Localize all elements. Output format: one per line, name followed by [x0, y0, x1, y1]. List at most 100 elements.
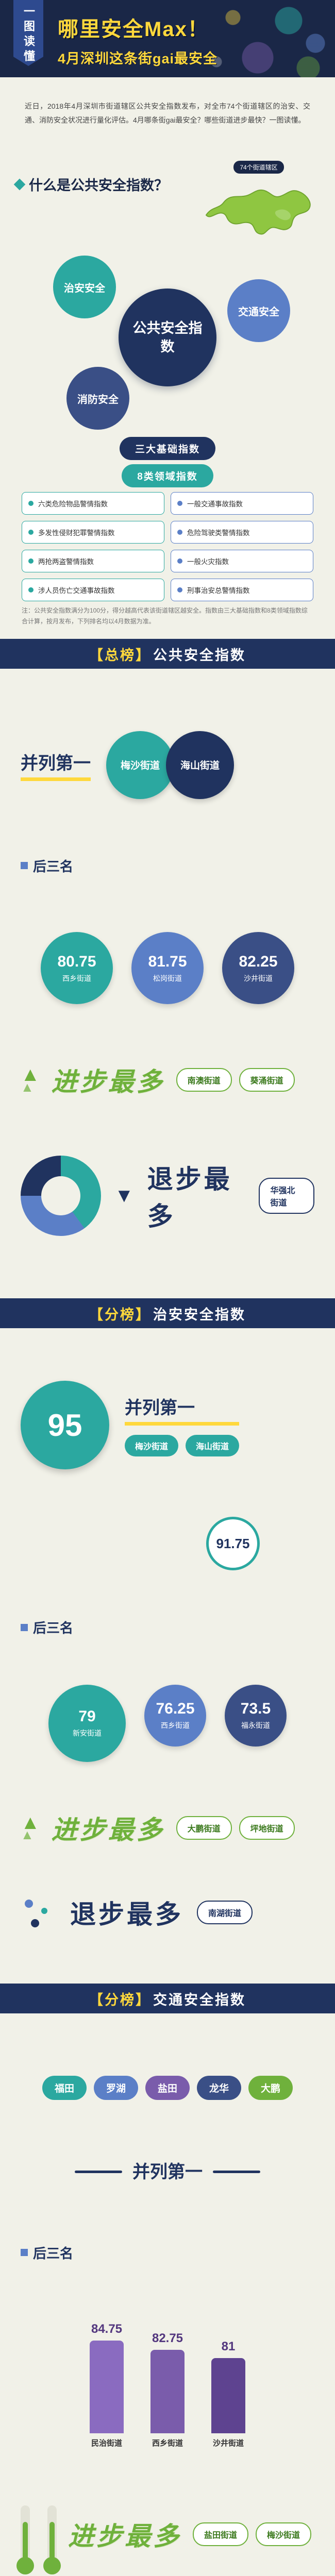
first-place-label: 并列第一 — [21, 749, 91, 781]
domain-index-label: 一般火灾指数 — [187, 557, 229, 566]
street-pill: 葵涌街道 — [239, 1068, 295, 1092]
first-street-circle: 海山街道 — [166, 731, 234, 799]
overall-first-row: 并列第一 梅沙街道海山街道 — [21, 731, 314, 799]
bar-item: 82.75 西乡街道 — [150, 2331, 185, 2448]
series-title: 一图读懂 — [22, 5, 35, 65]
whatis-top: 什么是公共安全指数？ 74个街道辖区 — [13, 161, 320, 243]
bullet-dot-icon — [177, 587, 182, 592]
domain-index-cell: 刑事治安总警情指数 — [171, 578, 313, 601]
whatis-heading: 什么是公共安全指数？ — [13, 161, 168, 194]
street-name: 西乡街道 — [62, 974, 91, 982]
center-index-label: 公共安全指数 — [132, 320, 203, 355]
thermometer-icon — [43, 2505, 61, 2575]
bottom-three-text: 后三名 — [33, 858, 74, 874]
score-value: 81 — [221, 2340, 236, 2354]
bottom-three-text: 后三名 — [33, 2245, 74, 2261]
thermometer-icon — [16, 2505, 34, 2575]
district-pill: 大鹏 — [248, 2076, 293, 2100]
police-section: 【分榜】 治安安全指数 95 并列第一 梅沙街道海山街道 91.75 后三名 7… — [0, 1298, 335, 1984]
bullet-dot-icon — [177, 529, 182, 535]
overall-declined-row: ▼ 退步最多 华强北街道 — [21, 1156, 314, 1236]
intro-text: 近日，2018年4月深圳市街道辖区公共安全指数发布，对全市74个街道辖区的治安、… — [25, 101, 310, 124]
basics-pill-title: 三大基础指数 — [119, 437, 215, 461]
street-name: 福永街道 — [241, 1721, 270, 1730]
declined-streets: 华强北街道 — [259, 1178, 314, 1214]
street-name: 民治街道 — [91, 2439, 122, 2448]
domain-index-label: 六类危险物品警情指数 — [38, 500, 108, 508]
page-title: 哪里安全Max！ — [58, 18, 209, 41]
bullet-dot-icon — [28, 500, 34, 506]
overall-improved-row: ▲ ▲ 进步最多 南澳街道葵涌街道 — [21, 1061, 314, 1098]
bottom-three-bar-chart: 84.75 民治街道 82.75 西乡街道 81 沙井街道 — [21, 2319, 314, 2448]
bar — [211, 2358, 245, 2434]
street-pill: 华强北街道 — [259, 1178, 314, 1214]
bokeh-decoration — [0, 0, 335, 77]
street-pill: 梅沙街道 — [256, 2522, 312, 2547]
bottom-rank-circle: 80.75 西乡街道 — [41, 932, 113, 1005]
bullet-dot-icon — [28, 558, 34, 564]
tied-first-district-pills: 福田罗湖盐田龙华大鹏 — [21, 2076, 314, 2100]
secondary-score-bubble: 91.75 — [206, 1517, 260, 1571]
overall-bottom-circles: 80.75 西乡街道 81.75 松岗街道 82.25 沙井街道 — [21, 932, 314, 1005]
whatis-heading-text: 什么是公共安全指数？ — [29, 178, 168, 194]
domain-index-label: 刑事治安总警情指数 — [187, 586, 250, 595]
district-count-badge: 74个街道辖区 — [233, 161, 284, 174]
bar-item: 81 沙井街道 — [211, 2340, 245, 2448]
police-body: 95 并列第一 梅沙街道海山街道 91.75 后三名 79 新安街道 76.25… — [0, 1328, 335, 1984]
declined-streets: 南湖街道 — [197, 1900, 253, 1924]
overall-body: 并列第一 梅沙街道海山街道 后三名 80.75 西乡街道 81.75 松岗街道 … — [0, 669, 335, 1298]
district-pill: 龙华 — [197, 2076, 242, 2100]
traffic-body: 福田罗湖盐田龙华大鹏 并列第一 后三名 84.75 民治街道 82.75 西乡街… — [0, 2013, 335, 2576]
center-index-bubble: 公共安全指数 — [119, 289, 216, 387]
improved-streets: 盐田街道梅沙街道 — [193, 2522, 312, 2547]
decline-donut-chart — [21, 1156, 101, 1236]
first-place-label: 并列第一 — [132, 2162, 203, 2182]
district-pill: 盐田 — [145, 2076, 190, 2100]
whatis-section: 什么是公共安全指数？ 74个街道辖区 治安安全 交通安全 消防安全 公共安全指数… — [0, 149, 335, 639]
up-arrows-icon: ▲ ▲ — [21, 1811, 40, 1843]
improved-streets: 大鹏街道坪地街道 — [176, 1816, 295, 1840]
street-pill: 南湖街道 — [197, 1900, 253, 1924]
score-value: 84.75 — [91, 2322, 123, 2336]
street-name: 沙井街道 — [244, 974, 273, 982]
domain-index-label: 两抢两盗警情指数 — [38, 557, 94, 566]
top-score-circle: 95 — [21, 1381, 109, 1470]
down-arrow-icon: ▼ — [114, 1184, 134, 1207]
police-improved-row: ▲ ▲ 进步最多 大鹏街道坪地街道 — [21, 1809, 314, 1846]
domain-index-label: 多发性侵财犯罪警情指数 — [38, 529, 115, 537]
improved-label: 进步最多 — [51, 1067, 165, 1097]
title-block: 哪里安全Max！ 4月深圳这条街gai最安全 — [58, 12, 217, 67]
domain-index-cell: 六类危险物品警情指数 — [22, 492, 164, 515]
thermometer-icons — [16, 2505, 61, 2575]
first-streets: 梅沙街道海山街道 — [125, 1435, 240, 1457]
domain-pill-title: 8类领域指数 — [122, 464, 213, 488]
score-value: 82.75 — [152, 2331, 183, 2346]
score-value: 80.75 — [57, 953, 96, 970]
traffic-improved-row: 进步最多 盐田街道梅沙街道 — [16, 2505, 314, 2575]
street-name: 西乡街道 — [161, 1721, 190, 1730]
first-place-label: 并列第一 — [125, 1394, 240, 1426]
domain-index-label: 危险驾驶类警情指数 — [187, 529, 250, 537]
band-tag: 【分榜】 — [89, 1992, 151, 2008]
bullet-dot-icon — [28, 529, 34, 535]
score-value: 79 — [78, 1708, 96, 1725]
bottom-rank-circle: 82.25 沙井街道 — [222, 932, 294, 1005]
street-pill: 梅沙街道 — [125, 1435, 179, 1457]
street-name: 沙井街道 — [212, 2439, 244, 2448]
district-map-block: 74个街道辖区 — [198, 161, 320, 243]
intro-section: 近日，2018年4月深圳市街道辖区公共安全指数发布，对全市74个街道辖区的治安、… — [0, 77, 335, 149]
police-declined-row: 退步最多 南湖街道 — [21, 1894, 314, 1931]
page-subtitle: 4月深圳这条街gai最安全 — [58, 51, 218, 66]
overall-section: 【总榜】 公共安全指数 并列第一 梅沙街道海山街道 后三名 80.75 西乡街道… — [0, 639, 335, 1298]
district-pill: 罗湖 — [93, 2076, 138, 2100]
domain-index-cell: 一般交通事故指数 — [171, 492, 313, 515]
bar-item: 84.75 民治街道 — [90, 2322, 124, 2448]
declined-label: 退步最多 — [70, 1900, 183, 1929]
bottom-rank-circle: 81.75 松岗街道 — [131, 932, 204, 1005]
basic-index-bubble: 消防安全 — [66, 367, 129, 430]
domain-index-cell: 多发性侵财犯罪警情指数 — [22, 520, 164, 544]
up-arrows-icon: ▲ ▲ — [21, 1064, 40, 1095]
section-band-traffic: 【分榜】 交通安全指数 — [0, 1984, 335, 2013]
bullet-dot-icon — [28, 587, 34, 592]
